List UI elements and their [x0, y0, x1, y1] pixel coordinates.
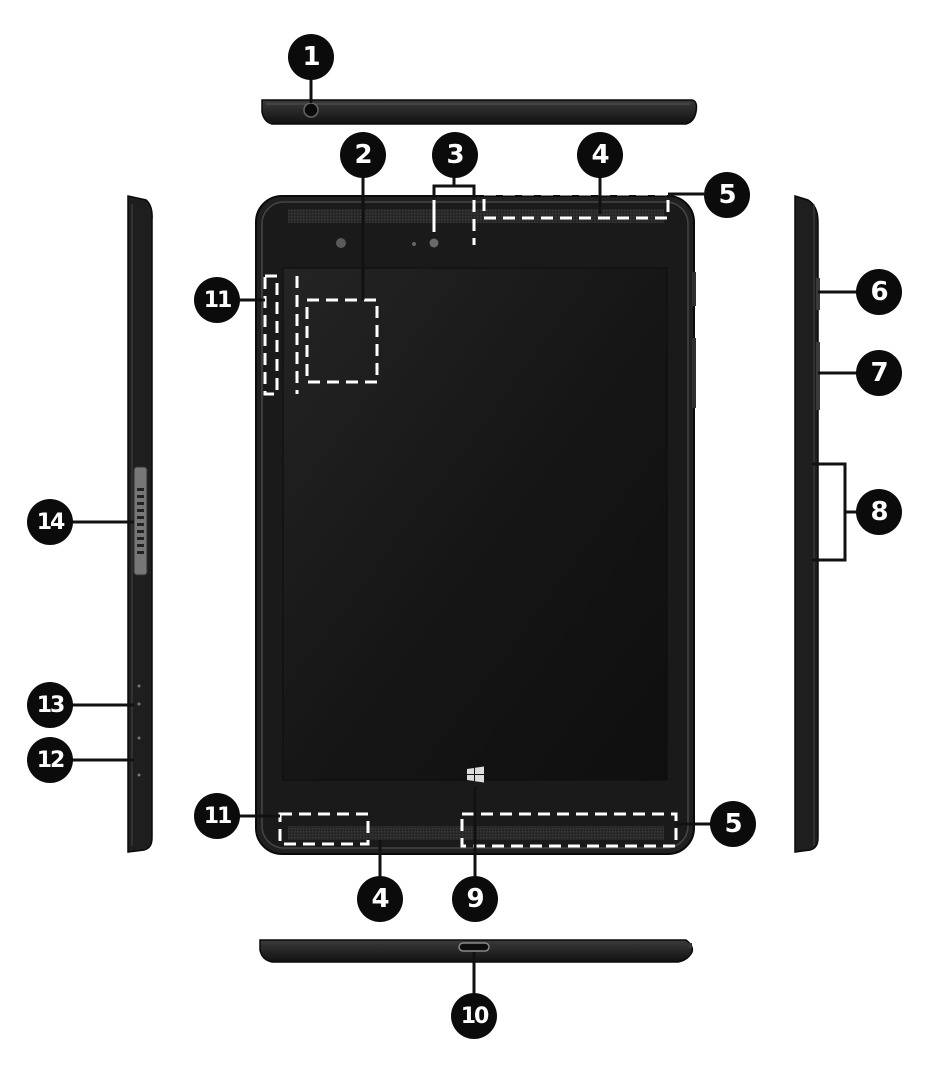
callout-4-top: 4	[577, 132, 623, 178]
camera-lens-icon	[336, 238, 346, 248]
callout-10: 10	[451, 993, 497, 1039]
callout-8: 8	[856, 489, 902, 535]
usb-port-icon	[458, 942, 490, 952]
callout-3: 3	[432, 132, 478, 178]
callout-11-bottom: 11	[194, 793, 240, 839]
camera-lens-icon	[429, 238, 439, 248]
callout-4-bottom: 4	[357, 876, 403, 922]
right-edge-view	[794, 194, 820, 853]
callout-11-top: 11	[194, 277, 240, 323]
callout-5-bottom: 5	[710, 801, 756, 847]
callout-13: 13	[27, 682, 73, 728]
leader-lines	[72, 170, 858, 993]
callout-1: 1	[288, 34, 334, 80]
callout-6: 6	[856, 269, 902, 315]
windows-logo-icon	[467, 766, 484, 783]
callout-2: 2	[340, 132, 386, 178]
power-button	[816, 278, 820, 310]
dashed-markers	[263, 192, 678, 848]
docking-connector	[133, 466, 148, 576]
volume-button	[816, 342, 820, 410]
callout-9: 9	[452, 876, 498, 922]
front-view	[255, 195, 696, 855]
callout-14: 14	[27, 499, 73, 545]
top-edge-view	[261, 62, 698, 125]
bottom-edge-view	[259, 939, 694, 963]
callout-5-top: 5	[704, 172, 750, 218]
speaker-grille-icon	[288, 209, 664, 223]
audio-jack-icon	[303, 102, 319, 118]
left-edge-view	[127, 195, 153, 853]
display-screen	[282, 267, 668, 781]
callout-7: 7	[856, 350, 902, 396]
callout-12: 12	[27, 737, 73, 783]
